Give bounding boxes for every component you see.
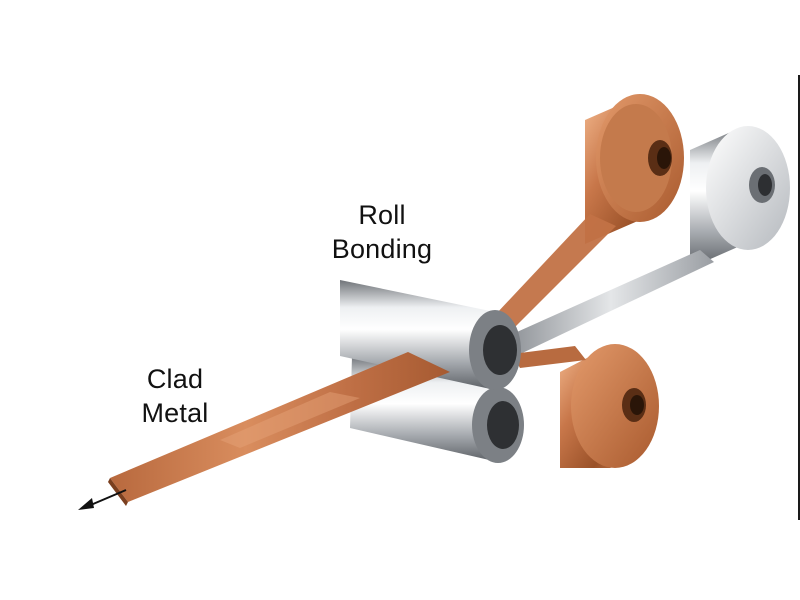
feed-strips [496, 214, 714, 368]
lower-copper-strip [512, 346, 586, 368]
upper-copper-strip [496, 214, 616, 330]
roll-bonding-line1: Roll [358, 200, 406, 230]
clad-metal-strip [108, 352, 450, 506]
upper-roller [340, 280, 521, 390]
bottom-copper-coil [560, 344, 659, 468]
top-copper-coil [585, 94, 684, 244]
right-border [798, 75, 800, 520]
roll-bonding-label: Roll Bonding [314, 198, 450, 266]
steel-strip [508, 250, 714, 356]
clad-metal-line2: Metal [141, 398, 209, 428]
clad-metal-line1: Clad [146, 364, 204, 394]
roll-bonding-line2: Bonding [331, 234, 433, 264]
arrow-down-left-icon [78, 489, 127, 510]
clad-metal-label: Clad Metal [120, 362, 230, 430]
top-steel-coil [690, 126, 790, 268]
